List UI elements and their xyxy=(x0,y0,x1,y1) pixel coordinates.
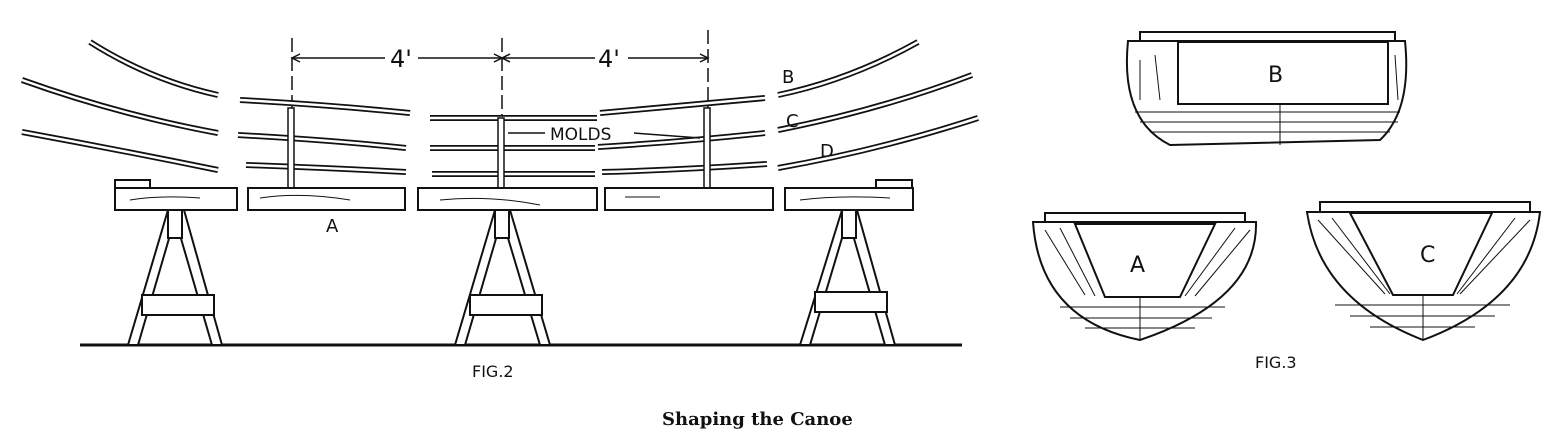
sawhorses xyxy=(126,209,897,346)
molds-label: MOLDS xyxy=(550,125,611,145)
section-b xyxy=(1125,31,1408,147)
section-b-label: B xyxy=(1268,63,1283,88)
section-c-label: C xyxy=(1420,243,1435,268)
strip-label-d: D xyxy=(820,141,834,162)
base-boards xyxy=(114,179,914,211)
canoe-strips-inner xyxy=(21,40,979,176)
strip-label-b: B xyxy=(782,67,794,88)
dimension-label-right: 4' xyxy=(598,45,620,73)
figure-2-caption: FIG.2 xyxy=(472,362,514,381)
board-label-a: A xyxy=(326,216,339,237)
section-a xyxy=(1031,212,1258,342)
sawhorse-left xyxy=(126,209,224,346)
strip-label-c: C xyxy=(786,111,799,132)
dimension-label-left: 4' xyxy=(390,45,412,73)
illustration-title: Shaping the Canoe xyxy=(662,409,853,430)
section-c xyxy=(1305,201,1542,342)
sawhorse-center xyxy=(453,209,552,346)
canoe-stems xyxy=(23,42,982,188)
figure-3-caption: FIG.3 xyxy=(1255,353,1297,372)
dimension-lines xyxy=(290,30,710,190)
molds-leader xyxy=(633,132,701,139)
section-a-label: A xyxy=(1130,253,1145,278)
molds xyxy=(287,107,711,189)
sawhorse-right xyxy=(798,209,897,346)
